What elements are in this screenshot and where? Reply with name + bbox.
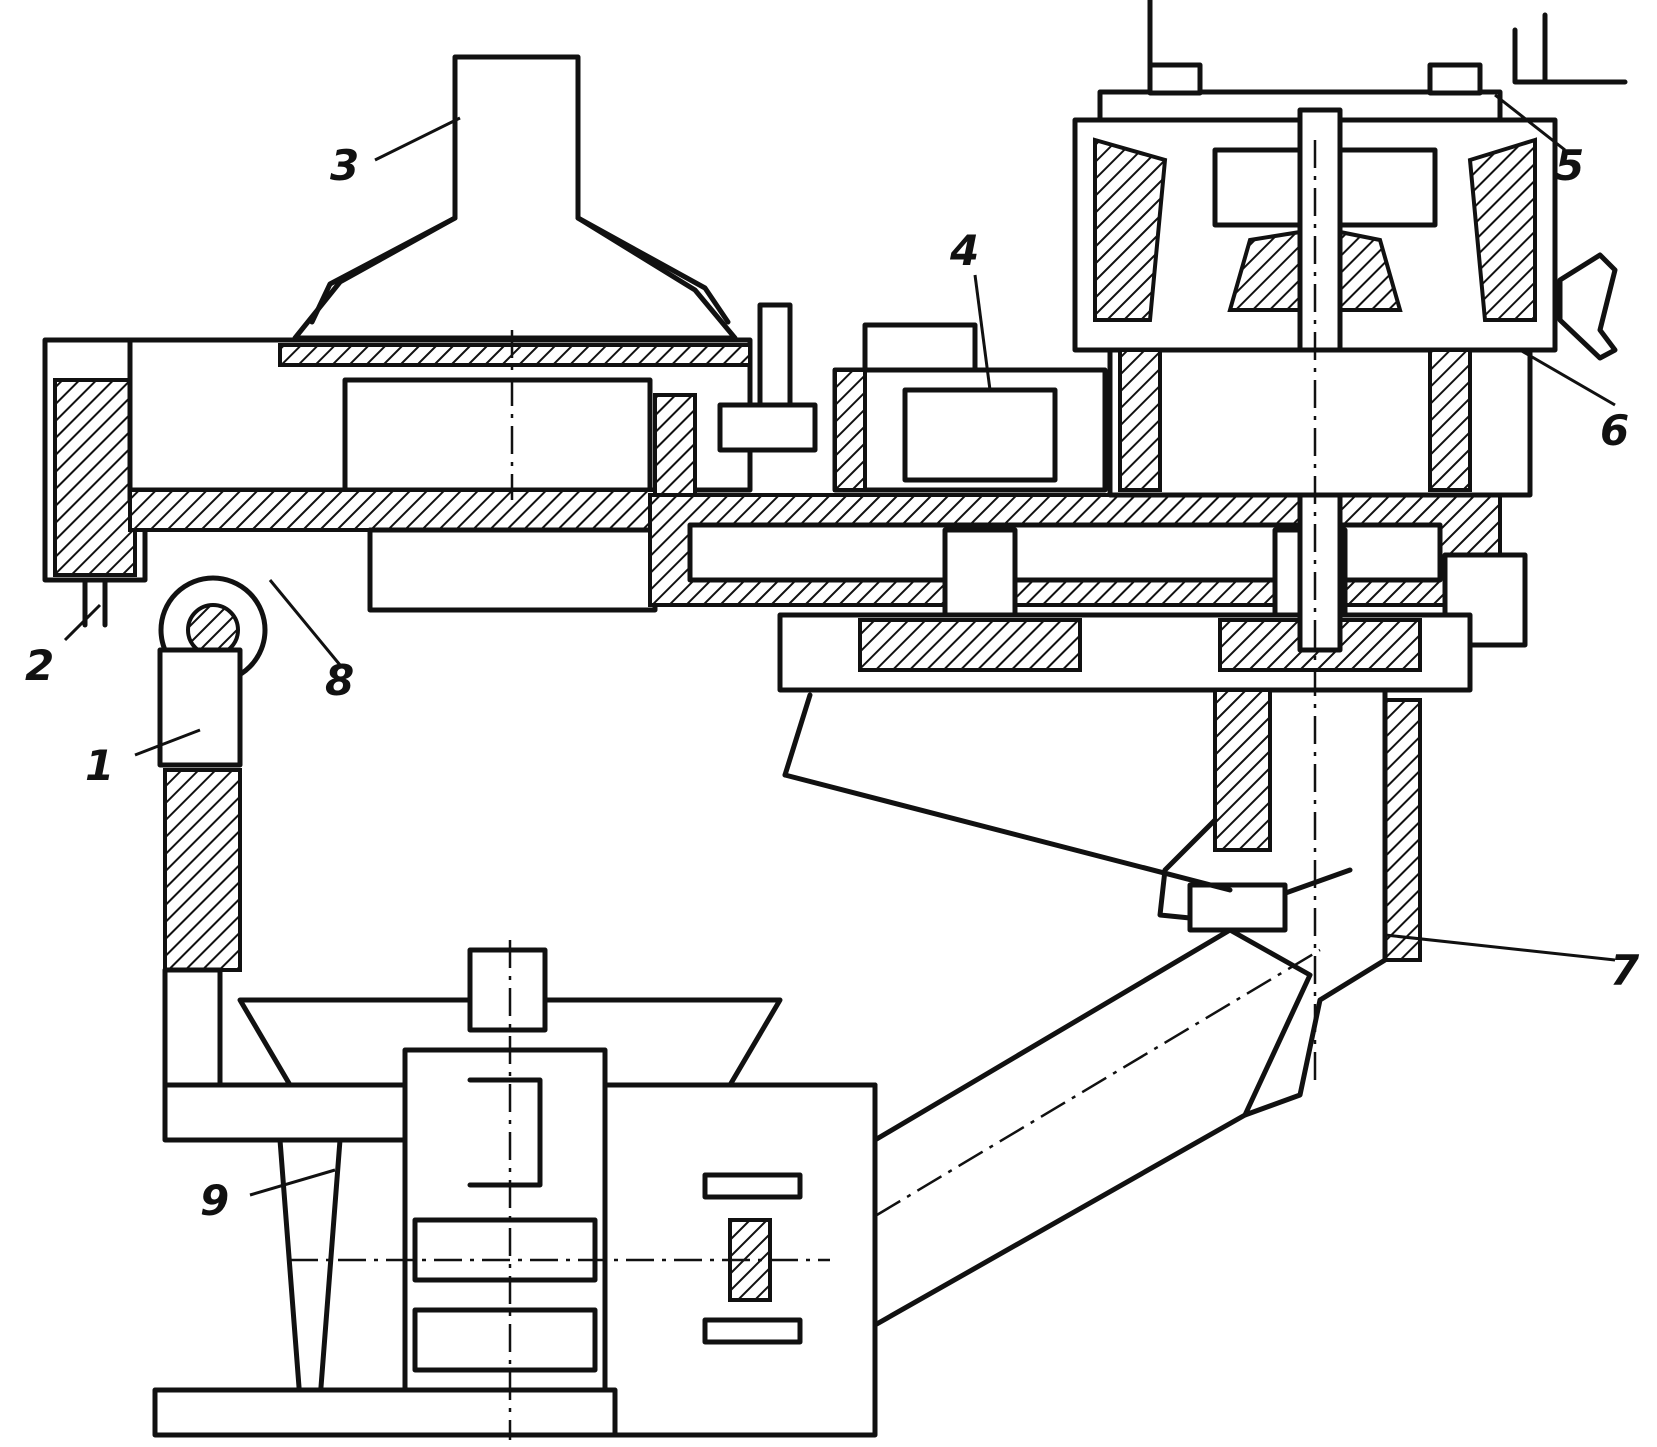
leader-lines (63, 93, 1616, 1197)
gearbox (832, 322, 1108, 493)
label-5: 5 (1555, 141, 1584, 190)
label-4: 4 (949, 226, 979, 275)
shaft-housing (648, 493, 1528, 693)
callout-labels: 3 4 5 6 7 8 1 2 9 (25, 141, 1640, 1225)
label-8: 8 (325, 656, 354, 705)
label-2: 2 (25, 641, 54, 690)
top-right-unit (1072, 0, 1628, 653)
diagonal-duct (834, 927, 1321, 1328)
left-pipe (157, 575, 268, 1088)
lower-unit (152, 940, 878, 1440)
label-9: 9 (200, 1176, 229, 1225)
label-3: 3 (330, 141, 359, 190)
vertical-chute (782, 140, 1422, 1118)
label-7: 7 (1610, 946, 1640, 995)
exhaust-hood (292, 54, 738, 341)
label-6: 6 (1600, 406, 1629, 455)
label-1: 1 (85, 741, 114, 790)
